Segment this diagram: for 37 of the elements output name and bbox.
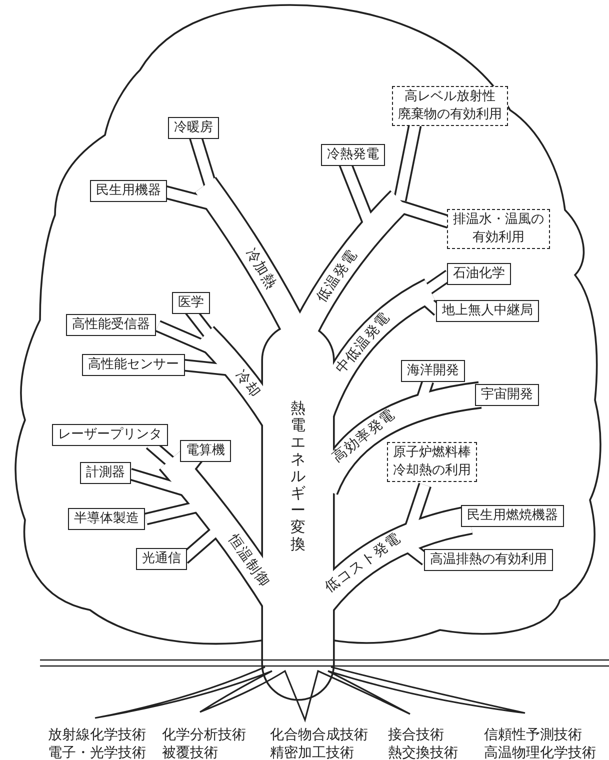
root-label: 熱交換技術: [388, 745, 458, 760]
branch-label: 冷加熱: [242, 246, 280, 292]
root-label: 電子・光学技術: [48, 745, 146, 760]
label-box: 光通信: [136, 548, 187, 570]
label-box: 民生用機器: [90, 180, 167, 202]
label-box: 医学: [172, 292, 210, 314]
label-box: レーザープリンタ: [52, 424, 168, 446]
branch-label: 中低温発電: [332, 308, 393, 376]
label-box: 排温水・温風の有効利用: [447, 209, 550, 249]
label-box: 半導体製造: [68, 508, 145, 530]
label-box: 高性能センサー: [82, 354, 185, 376]
label-box: 海洋開発: [401, 360, 465, 382]
label-box: 高温排熱の有効利用: [424, 549, 553, 571]
label-box: 石油化学: [447, 263, 511, 285]
root-label: 精密加工技術: [270, 745, 354, 760]
root-label: 被覆技術: [162, 745, 218, 760]
root-label: 化学分析技術: [162, 727, 246, 744]
root-label: 接合技術: [388, 727, 444, 744]
label-box: 民生用燃焼機器: [461, 505, 564, 527]
label-box: 冷暖房: [168, 117, 219, 139]
trunk-label: 熱電エネルギー変換: [290, 400, 306, 553]
label-box: 宇宙開発: [475, 384, 539, 406]
label-box: 地上無人中継局: [436, 300, 539, 322]
root-label: 信頼性予測技術: [484, 727, 582, 744]
label-box: 高レベル放射性廃棄物の有効利用: [392, 86, 508, 126]
branch-label: 低コスト発電: [322, 530, 404, 596]
branch-label: 恒温制御: [225, 532, 273, 590]
label-box: 高性能受信器: [66, 314, 156, 336]
root-label: 化合物合成技術: [270, 727, 368, 744]
label-box: 冷熱発電: [321, 144, 385, 166]
branch-label: 低温発電: [314, 246, 360, 305]
branch-label: 冷却: [232, 366, 263, 401]
label-box: 原子炉燃料棒冷却熱の利用: [387, 442, 477, 482]
root-label: 高温物理化学技術: [484, 745, 596, 760]
label-box: 計測器: [80, 462, 131, 484]
root-label: 放射線化学技術: [48, 727, 146, 744]
label-box: 電算機: [180, 440, 231, 462]
